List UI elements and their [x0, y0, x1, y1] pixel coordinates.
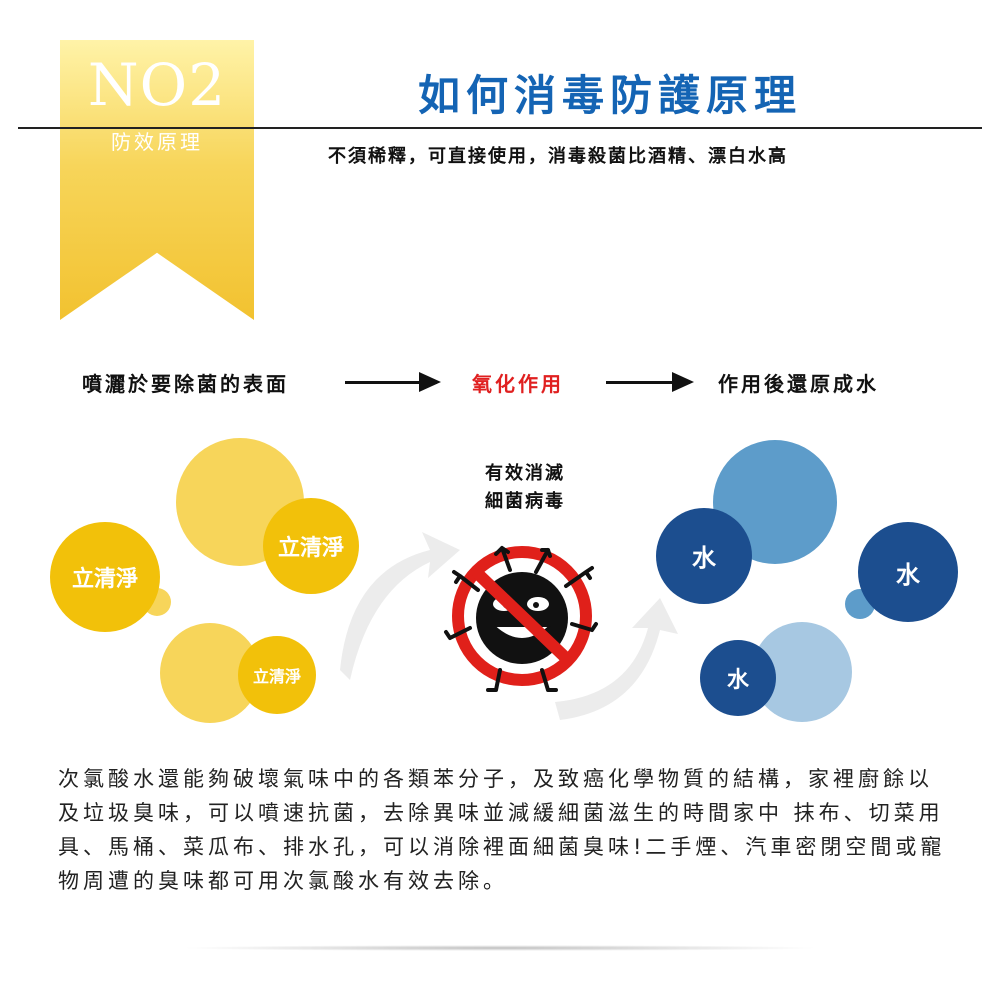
- water-label: 水: [896, 560, 920, 589]
- badge-number: NO2: [87, 51, 227, 119]
- kill-line: 細菌病毒: [485, 491, 565, 512]
- water-bubble: 水: [700, 640, 776, 716]
- water-bubble: 水: [656, 508, 752, 604]
- oxidation-diagram: [340, 532, 678, 720]
- product-bubble: 立清淨: [50, 522, 160, 632]
- bottom-shadow-divider: [180, 945, 820, 951]
- kill-line: 有效消滅: [485, 463, 565, 484]
- right-arrow-icon: [345, 372, 441, 392]
- kill-germs-caption: 有效消滅 細菌病毒: [470, 460, 580, 516]
- description-paragraph: 次氯酸水還能夠破壞氣味中的各類苯分子，及致癌化學物質的結構，家裡廚餘以及垃圾臭味…: [58, 767, 946, 893]
- page-title: 如何消毒防護原理: [417, 71, 802, 120]
- curved-arrow-left-icon: [340, 532, 460, 680]
- product-label: 立清淨: [277, 536, 344, 561]
- curved-arrow-right-icon: [555, 598, 678, 720]
- right-arrow-icon: [606, 372, 694, 392]
- step-spray: 噴灑於要除菌的表面: [82, 372, 289, 396]
- product-label: 立清淨: [252, 667, 301, 686]
- water-label: 水: [726, 668, 749, 693]
- product-bubble: 立清淨: [263, 498, 359, 594]
- header-divider: [18, 127, 982, 129]
- page-subtitle: 不須稀釋，可直接使用，消毒殺菌比酒精、漂白水高: [328, 146, 788, 167]
- water-label: 水: [692, 544, 716, 572]
- badge-subtitle: 防效原理: [111, 130, 203, 154]
- product-label: 立清淨: [71, 567, 138, 592]
- germ-prohibited-icon: [444, 546, 598, 692]
- step-water: 作用後還原成水: [718, 372, 879, 396]
- water-bubble: 水: [858, 522, 958, 622]
- step-oxidation: 氧化作用: [472, 372, 564, 396]
- product-bubble: 立清淨: [238, 636, 316, 714]
